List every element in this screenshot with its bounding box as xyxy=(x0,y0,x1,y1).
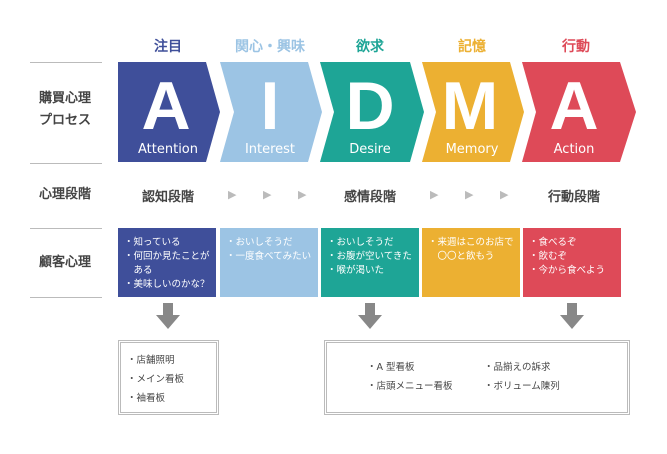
chevron-memory xyxy=(422,62,524,162)
arrow-icon: ▶ xyxy=(298,188,307,201)
divider xyxy=(30,297,102,298)
output-item: ・ボリューム陳列 xyxy=(484,381,560,392)
divider xyxy=(30,228,102,229)
arrow-icon: ▶ xyxy=(500,188,509,201)
bullet: ・飲むぞ xyxy=(529,251,568,262)
bullet: ・喉が渇いた xyxy=(327,265,385,276)
row-label-stage: 心理段階 xyxy=(38,187,91,202)
row-label-line: プロセス xyxy=(38,113,91,128)
letter-a: A xyxy=(141,68,191,144)
output-col-2: ・品揃えの訴求 ・ボリューム陳列 xyxy=(484,358,560,396)
bullet: ・食べるぞ xyxy=(529,237,577,248)
bullet: ・一度食べてみたい xyxy=(226,251,312,262)
chevron-attention xyxy=(118,62,220,162)
psychology-box-attention: ・知っている ・何回か見たことが ある ・美味しいのかな？ xyxy=(118,228,216,297)
letter-m: M xyxy=(441,68,499,144)
psychology-box-interest: ・おいしそうだ ・一度食べてみたい xyxy=(220,228,318,297)
step-head-interest: 関心・興味 xyxy=(235,39,305,55)
bullet: ・来週はこのお店で xyxy=(428,237,514,248)
row-label-process: 購買心理プロセス xyxy=(20,88,110,132)
bullet: ・美味しいのかな？ xyxy=(124,279,210,290)
letter-a2: A xyxy=(549,68,599,144)
output-item: ・メイン看板 xyxy=(127,374,185,385)
arrow-icon: ▶ xyxy=(430,188,439,201)
down-arrow-icon xyxy=(156,303,180,329)
arrow-icon: ▶ xyxy=(263,188,272,201)
arrow-icon: ▶ xyxy=(465,188,474,201)
word-action: Action xyxy=(553,142,595,157)
letter-d: D xyxy=(345,68,395,144)
output-item: ・袖看板 xyxy=(127,393,166,404)
bullet: ・お腹が空いてきた xyxy=(327,251,412,262)
step-head-attention: 注目 xyxy=(154,39,182,55)
output-box-right: ・A 型看板 ・店頭メニュー看板 ・品揃えの訴求 ・ボリューム陳列 xyxy=(324,340,630,415)
stage-emotion: 感情段階 xyxy=(343,190,396,205)
output-box-left: ・店舗照明 ・メイン看板 ・袖看板 xyxy=(118,340,219,415)
psychology-box-desire: ・おいしそうだ ・お腹が空いてきた ・喉が渇いた xyxy=(321,228,419,297)
chevron-action xyxy=(522,62,636,162)
row-label-psychology: 顧客心理 xyxy=(38,255,91,270)
psychology-box-memory: ・来週はこのお店で 〇〇と飲もう xyxy=(422,228,520,297)
stage-cognition: 認知段階 xyxy=(141,190,194,205)
arrow-icon: ▶ xyxy=(228,188,237,201)
stage-action: 行動段階 xyxy=(547,190,600,205)
step-head-action: 行動 xyxy=(562,39,590,55)
word-desire: Desire xyxy=(349,142,391,157)
bullet: ・おいしそうだ xyxy=(226,237,293,248)
chevron-interest xyxy=(220,62,322,162)
output-item: ・A 型看板 xyxy=(367,362,415,373)
chevron-desire xyxy=(320,62,424,162)
word-interest: Interest xyxy=(244,142,296,157)
step-head-memory: 記憶 xyxy=(458,39,486,55)
output-item: ・店舗照明 xyxy=(127,355,175,366)
down-arrow-icon xyxy=(358,303,382,329)
word-attention: Attention xyxy=(138,142,198,157)
divider xyxy=(30,62,102,63)
output-col-1: ・A 型看板 ・店頭メニュー看板 xyxy=(367,358,453,396)
letter-i: I xyxy=(260,68,280,144)
row-label-line: 購買心理 xyxy=(38,91,91,106)
bullet: ・何回か見たことが xyxy=(124,251,210,262)
down-arrow-icon xyxy=(560,303,584,329)
bullet: ある xyxy=(124,265,153,276)
output-item: ・品揃えの訴求 xyxy=(484,362,551,373)
divider xyxy=(30,163,102,164)
word-memory: Memory xyxy=(445,142,499,157)
output-item: ・店頭メニュー看板 xyxy=(367,381,453,392)
bullet: 〇〇と飲もう xyxy=(428,251,495,262)
psychology-box-action: ・食べるぞ ・飲むぞ ・今から食べよう xyxy=(523,228,621,297)
bullet: ・知っている xyxy=(124,237,181,248)
step-head-desire: 欲求 xyxy=(356,39,384,55)
bullet: ・おいしそうだ xyxy=(327,237,394,248)
bullet: ・今から食べよう xyxy=(529,265,606,276)
